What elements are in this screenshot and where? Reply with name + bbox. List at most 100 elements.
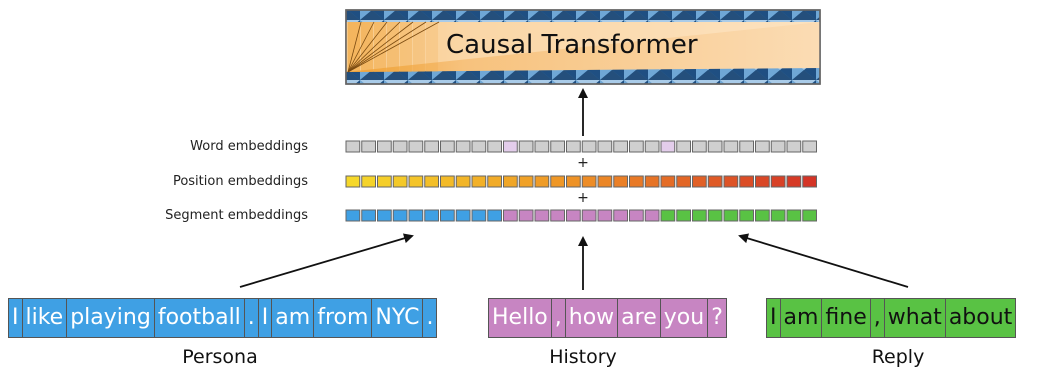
transformer-causal-mask <box>346 22 820 72</box>
word-embedding-cell <box>550 140 565 153</box>
segment-embedding-cell <box>471 209 487 222</box>
word-embedding-cell <box>629 140 644 153</box>
word-embedding-cell <box>424 140 439 153</box>
position-embedding-cell <box>550 175 565 188</box>
reply-token: am <box>780 299 823 337</box>
position-embedding-cell <box>471 175 487 188</box>
segment-embedding-cell <box>566 209 581 222</box>
segment-embedding-cell <box>786 209 802 222</box>
word-embedding-cell <box>455 140 471 153</box>
word-embedding-cell <box>534 140 550 153</box>
segment-embedding-cell <box>597 209 613 222</box>
persona-token: I <box>258 299 273 337</box>
reply-token: I <box>767 299 781 337</box>
segment-embedding-cell <box>424 209 439 222</box>
position-embedding-cell <box>660 175 676 188</box>
segment-embedding-cell <box>755 209 770 222</box>
segment-embedding-cell <box>518 209 534 222</box>
persona-tokens: I like playing football . I am from NYC … <box>8 298 438 338</box>
segment-embedding-cell <box>361 209 376 222</box>
word-embedding-cell <box>392 140 408 153</box>
arrow-persona-to-embeddings <box>239 233 414 288</box>
word-embedding-cell <box>802 140 817 153</box>
position-embedding-cell <box>361 175 376 188</box>
position-embedding-cell <box>770 175 786 188</box>
word-embeddings-label: Word embeddings <box>190 139 308 154</box>
arrow-reply-to-embeddings <box>738 233 909 288</box>
segment-embedding-cell <box>739 209 754 222</box>
segment-embedding-cell <box>707 209 723 222</box>
word-embedding-cell <box>597 140 613 153</box>
position-embedding-cell <box>487 175 502 188</box>
segment-embedding-cell <box>660 209 676 222</box>
reply-token: , <box>870 299 885 337</box>
position-embedding-cell <box>723 175 739 188</box>
position-embedding-cell <box>455 175 471 188</box>
word-embedding-cell <box>644 140 660 153</box>
history-token: , <box>551 299 566 337</box>
segment-embedding-cell <box>408 209 424 222</box>
persona-token: am <box>272 299 315 337</box>
word-embedding-cell <box>739 140 754 153</box>
reply-token: what <box>884 299 946 337</box>
transformer-outline <box>345 9 821 85</box>
position-embedding-cell <box>597 175 613 188</box>
position-embedding-cell <box>345 175 361 188</box>
word-embedding-cell <box>377 140 392 153</box>
attention-fan-line <box>347 21 414 73</box>
word-embedding-cell <box>566 140 581 153</box>
segment-embedding-cell <box>802 209 817 222</box>
segment-embedding-cell <box>644 209 660 222</box>
reply-token: about <box>945 299 1016 337</box>
word-embedding-cell <box>471 140 487 153</box>
position-embedding-cell <box>755 175 770 188</box>
word-embedding-cell <box>755 140 770 153</box>
plus-sign-2: + <box>577 190 589 206</box>
persona-token: football <box>154 299 245 337</box>
word-embedding-cell <box>660 140 676 153</box>
position-embedding-cell <box>534 175 550 188</box>
position-embeddings-label: Position embeddings <box>172 174 308 189</box>
position-embedding-cell <box>739 175 754 188</box>
transformer-block <box>345 9 821 85</box>
segment-embedding-cell <box>613 209 628 222</box>
word-embedding-cell <box>692 140 707 153</box>
reply-token: fine <box>822 299 871 337</box>
persona-token: from <box>314 299 373 337</box>
persona-token: . <box>244 299 259 337</box>
word-embedding-cell <box>503 140 518 153</box>
position-embedding-cell <box>629 175 644 188</box>
position-embedding-cell <box>566 175 581 188</box>
segment-embedding-cell <box>534 209 550 222</box>
history-token: Hello <box>489 299 552 337</box>
history-token: how <box>565 299 619 337</box>
history-token: are <box>618 299 661 337</box>
segment-embedding-cell <box>345 209 361 222</box>
reply-tokens: I am fine , what about <box>766 298 1017 338</box>
segment-embedding-cell <box>377 209 392 222</box>
segment-embedding-cell <box>550 209 565 222</box>
position-embedding-cell <box>644 175 660 188</box>
attention-fan-lines <box>347 21 440 73</box>
segment-embedding-cell <box>455 209 471 222</box>
position-embedding-cell <box>408 175 424 188</box>
attention-column <box>400 22 412 72</box>
position-embedding-cell <box>786 175 802 188</box>
word-embedding-cell <box>518 140 534 153</box>
segment-embedding-cell <box>440 209 455 222</box>
word-embedding-cell <box>581 140 597 153</box>
position-embedding-cell <box>503 175 518 188</box>
segment-embedding-cell <box>629 209 644 222</box>
attention-fan-line <box>347 21 440 73</box>
word-embedding-cell <box>786 140 802 153</box>
position-embedding-cell <box>707 175 723 188</box>
persona-token: . <box>423 299 437 337</box>
attention-column <box>426 22 438 72</box>
word-embedding-cell <box>361 140 376 153</box>
segment-embedding-cell <box>692 209 707 222</box>
position-embedding-cell <box>676 175 691 188</box>
segment-embedding-cell <box>770 209 786 222</box>
position-embedding-cell <box>424 175 439 188</box>
word-embedding-cell <box>440 140 455 153</box>
